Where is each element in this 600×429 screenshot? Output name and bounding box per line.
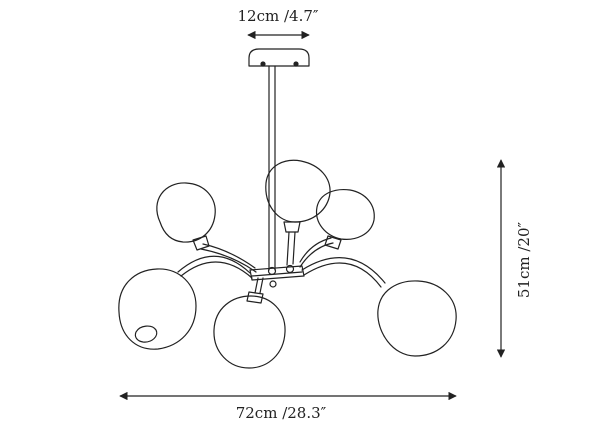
canopy-width-dimension: 12cm /4.7″ <box>238 7 319 40</box>
width-dimension: 72cm /28.3″ <box>119 391 457 422</box>
globe-lower-right <box>377 280 457 357</box>
globe-upper-center <box>265 159 331 223</box>
chandelier <box>118 48 457 369</box>
globe-lower-center <box>213 295 286 369</box>
down-rod <box>268 65 276 271</box>
width-label: 72cm /28.3″ <box>236 404 327 422</box>
canopy-width-label: 12cm /4.7″ <box>238 7 319 25</box>
globe-upper-left <box>156 182 216 243</box>
globe-upper-right <box>315 188 375 240</box>
ceiling-canopy <box>248 48 310 67</box>
height-label: 51cm /20″ <box>515 221 533 298</box>
globe-lower-left <box>118 268 197 350</box>
height-dimension: 51cm /20″ <box>496 159 533 358</box>
chandelier-arms <box>177 231 386 294</box>
glass-globes <box>118 159 457 369</box>
